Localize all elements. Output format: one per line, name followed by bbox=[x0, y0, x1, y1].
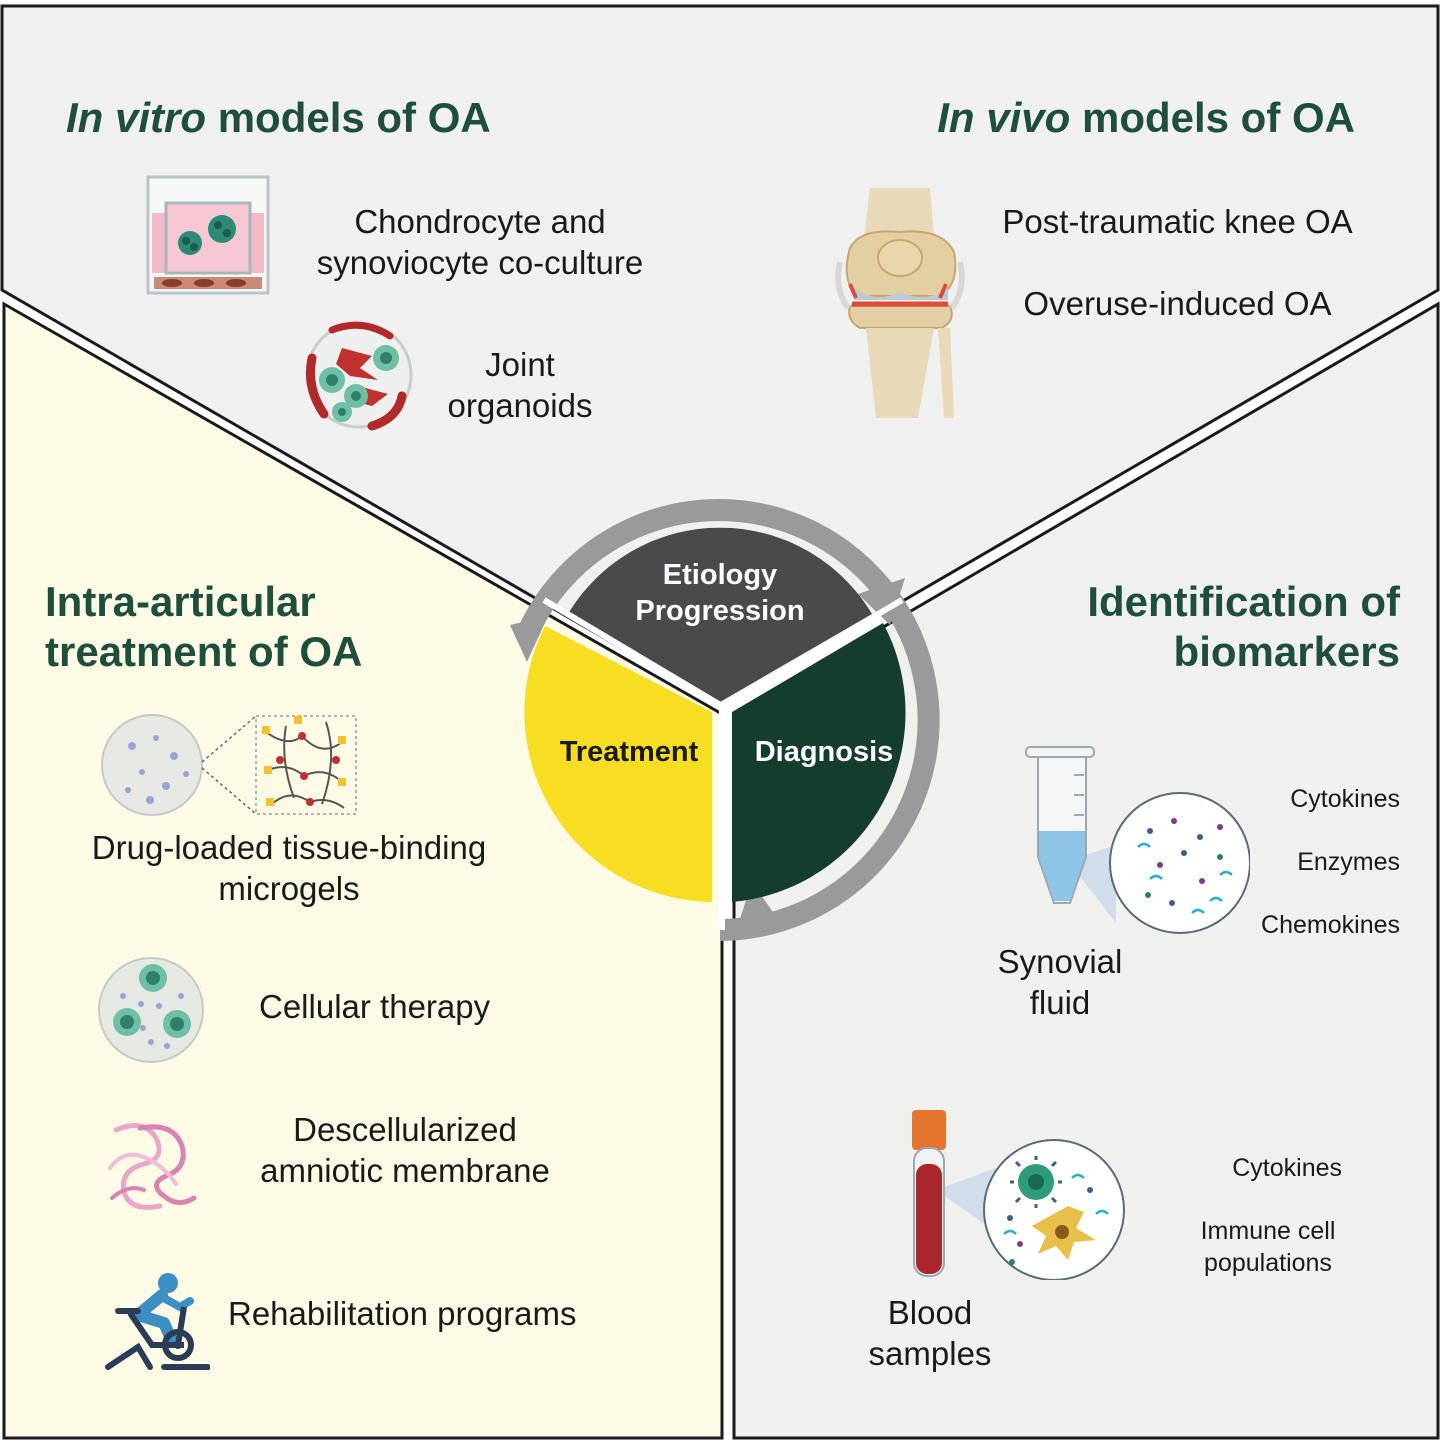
amniotic-line2: amniotic membrane bbox=[260, 1152, 550, 1189]
segment-etiology bbox=[568, 527, 872, 702]
biomarkers-heading: Identification of biomarkers bbox=[990, 577, 1400, 677]
exercise-bike-icon bbox=[105, 1273, 210, 1370]
panel-top bbox=[0, 4, 1440, 708]
segment-diagnosis bbox=[732, 623, 906, 902]
synovial-line1: Synovial bbox=[997, 943, 1123, 980]
arrow-head-bottom bbox=[733, 882, 782, 940]
blood-marker-cytokines: Cytokines bbox=[1232, 1154, 1342, 1182]
coculture-label: Chondrocyte and synoviocyte co-culture bbox=[280, 201, 680, 283]
treatment-heading-line1: Intra-articular bbox=[45, 578, 316, 625]
organoids-label: Joint organoids bbox=[420, 344, 620, 426]
segment-treatment bbox=[524, 626, 712, 902]
synovial-marker-enzymes: Enzymes bbox=[1297, 848, 1400, 876]
blood-marker-immune-line2: populations bbox=[1204, 1249, 1332, 1277]
organoids-line2: organoids bbox=[447, 387, 593, 424]
coculture-line1: Chondrocyte and bbox=[354, 203, 606, 240]
cell-sphere-icon bbox=[98, 957, 204, 1063]
in-vivo-heading-rest: models of OA bbox=[1081, 94, 1355, 141]
microgels-line2: microgels bbox=[218, 870, 360, 907]
microgels-label: Drug-loaded tissue-binding microgels bbox=[60, 827, 518, 909]
amniotic-label: Descellularized amniotic membrane bbox=[230, 1109, 580, 1191]
in-vivo-heading: In vivo models of OA bbox=[850, 93, 1355, 143]
wheel-treatment-label: Treatment bbox=[559, 736, 699, 768]
microgels-line1: Drug-loaded tissue-binding bbox=[91, 829, 487, 866]
cellular-therapy-label: Cellular therapy bbox=[259, 988, 491, 1025]
amniotic-line1: Descellularized bbox=[293, 1111, 517, 1148]
organoid-icon bbox=[305, 321, 413, 431]
in-vitro-heading-italic: In vitro bbox=[66, 94, 207, 141]
blood-line2: samples bbox=[868, 1335, 992, 1372]
microgel-icon bbox=[101, 714, 357, 816]
wheel-etiology-line2: Progression bbox=[635, 595, 805, 627]
biomarkers-heading-line2: biomarkers bbox=[1173, 628, 1400, 675]
synovial-fluid-label: Synovial fluid bbox=[970, 941, 1150, 1023]
treatment-heading: Intra-articular treatment of OA bbox=[45, 577, 465, 677]
post-traumatic-label: Post-traumatic knee OA bbox=[1002, 203, 1353, 240]
treatment-heading-line2: treatment of OA bbox=[45, 628, 363, 675]
synovial-marker-cytokines: Cytokines bbox=[1290, 785, 1400, 813]
blood-tube-icon bbox=[912, 1110, 1125, 1280]
synovial-marker-chemokines: Chemokines bbox=[1261, 911, 1400, 939]
wheel-etiology-label: Etiology Progression bbox=[600, 557, 840, 629]
in-vitro-heading-rest: models of OA bbox=[217, 94, 491, 141]
blood-line1: Blood bbox=[887, 1294, 973, 1331]
arrow-head-top-right bbox=[858, 578, 905, 625]
organoids-line1: Joint bbox=[485, 346, 555, 383]
transwell-culture-icon bbox=[146, 175, 270, 295]
knee-joint-icon bbox=[835, 188, 965, 418]
biomarkers-heading-line1: Identification of bbox=[1087, 578, 1400, 625]
in-vitro-heading: In vitro models of OA bbox=[66, 93, 586, 143]
eppendorf-tube-icon bbox=[1025, 746, 1250, 934]
in-vivo-heading-italic: In vivo bbox=[937, 94, 1071, 141]
wheel-etiology-line1: Etiology bbox=[662, 559, 778, 591]
cycle-ring bbox=[519, 499, 940, 941]
amniotic-membrane-icon bbox=[108, 1123, 197, 1210]
wheel-divider bbox=[542, 597, 904, 930]
blood-samples-label: Blood samples bbox=[840, 1292, 1020, 1374]
synovial-line2: fluid bbox=[1029, 984, 1091, 1021]
blood-marker-immune-line1: Immune cell bbox=[1200, 1217, 1336, 1245]
coculture-line2: synoviocyte co-culture bbox=[316, 244, 644, 281]
rehabilitation-label: Rehabilitation programs bbox=[228, 1295, 577, 1332]
arrow-head-left bbox=[510, 616, 548, 662]
blood-marker-immune: Immune cell populations bbox=[1180, 1215, 1356, 1279]
wheel-diagnosis-label: Diagnosis bbox=[754, 736, 894, 768]
overuse-label: Overuse-induced OA bbox=[1023, 285, 1332, 322]
